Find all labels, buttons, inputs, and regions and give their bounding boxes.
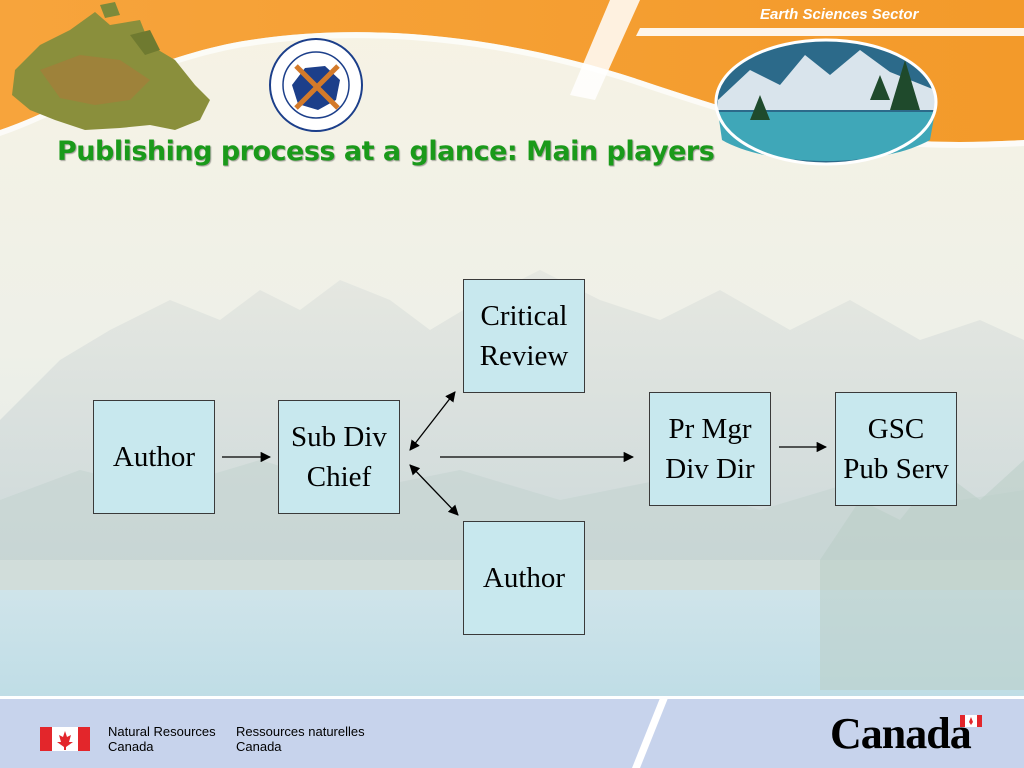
node-critical-review: Critical Review: [463, 279, 585, 393]
gsc-logo: [269, 38, 363, 132]
diagram-connectors: [222, 391, 828, 516]
node-sub-div-chief: Sub Div Chief: [278, 400, 400, 514]
edge-subdiv-author: [409, 464, 459, 516]
node-label-line2: Review: [479, 340, 569, 372]
edge-subdiv-critical: [409, 391, 456, 451]
node-gsc-pub-serv: GSC Pub Serv: [835, 392, 957, 506]
slide-title: Publishing process at a glance: Main pla…: [57, 136, 715, 167]
nrcan-french: Ressources naturelles Canada: [236, 724, 365, 754]
node-label-line1: Critical: [480, 300, 568, 332]
node-author-bottom: Author: [463, 521, 585, 635]
node-label-line2: Div Dir: [665, 453, 755, 485]
node-label-line1: GSC: [867, 413, 925, 445]
nrcan-french-line2: Canada: [236, 739, 282, 754]
lake-photo: [714, 38, 938, 166]
node-label-line1: Pr Mgr: [668, 413, 752, 445]
node-label: Author: [112, 441, 196, 473]
wordmark-flag: [960, 715, 982, 727]
nrcan-french-line1: Ressources naturelles: [236, 724, 365, 739]
node-label: Author: [482, 562, 566, 594]
canada-map-graphic: [12, 2, 210, 130]
canada-flag-graphic: [40, 727, 90, 751]
node-label-line1: Sub Div: [291, 421, 387, 453]
sector-label: Earth Sciences Sector: [760, 6, 919, 23]
node-pr-mgr-div-dir: Pr Mgr Div Dir: [649, 392, 771, 506]
nrcan-english-line2: Canada: [108, 739, 154, 754]
node-label-line2: Pub Serv: [843, 453, 949, 485]
canada-wordmark: Canada: [830, 709, 972, 758]
node-author-left: Author: [93, 400, 215, 514]
nrcan-english-line1: Natural Resources: [108, 724, 216, 739]
nrcan-english: Natural Resources Canada: [108, 724, 216, 754]
node-label-line2: Chief: [306, 461, 372, 493]
